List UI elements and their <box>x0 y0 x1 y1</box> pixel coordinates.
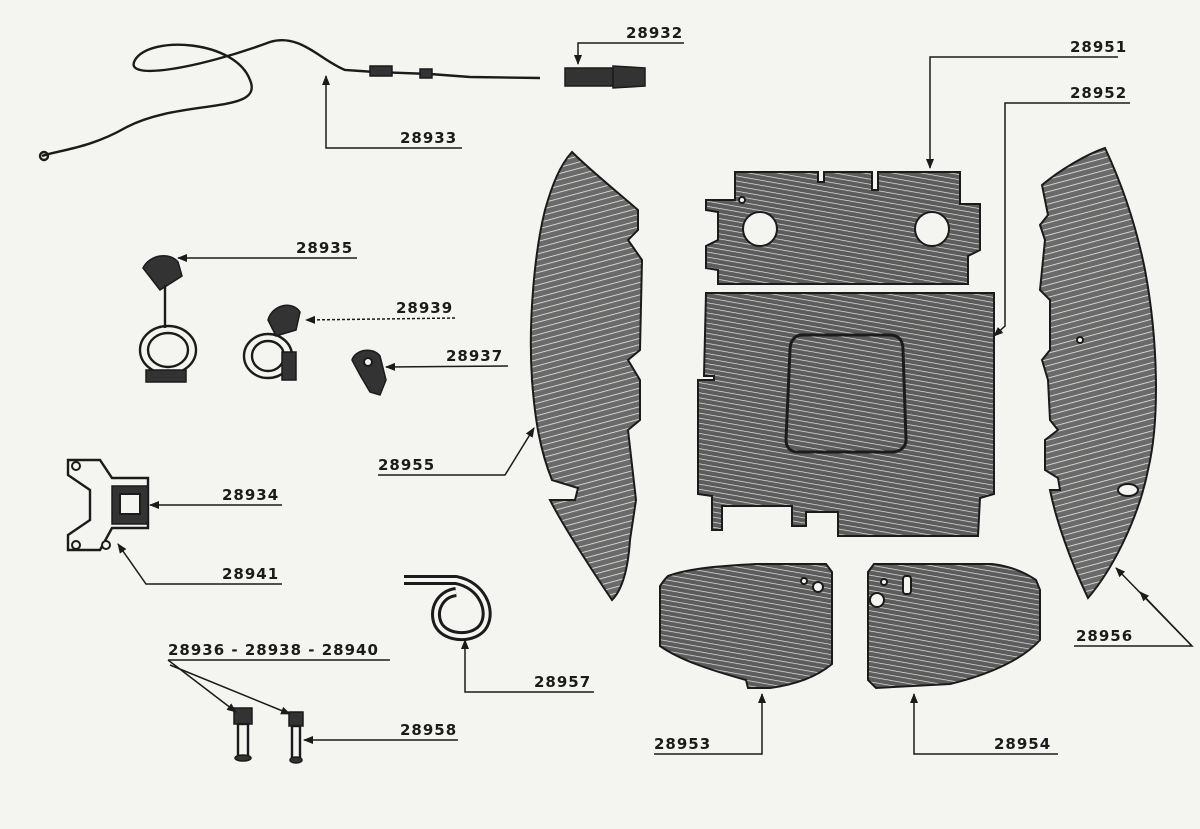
label-28935: 28935 <box>296 239 353 257</box>
panel-28952 <box>697 292 995 537</box>
label-28955: 28955 <box>378 456 435 474</box>
label-28932: 28932 <box>626 24 683 42</box>
label-28953: 28953 <box>654 735 711 753</box>
panel-28954 <box>867 563 1041 690</box>
label-28954: 28954 <box>994 735 1051 753</box>
label-28941: 28941 <box>222 565 279 583</box>
strap-28957 <box>404 575 492 642</box>
leader-lines <box>117 42 1194 755</box>
label-28934: 28934 <box>222 486 279 504</box>
hinge-plate <box>66 458 150 552</box>
panel-28951 <box>705 171 981 285</box>
panel-28953 <box>659 563 833 689</box>
cable-assembly <box>38 39 646 162</box>
label-28933: 28933 <box>400 129 457 147</box>
label-28956: 28956 <box>1076 627 1133 645</box>
label-28939: 28939 <box>396 299 453 317</box>
panel-28955 <box>529 150 644 602</box>
panel-28956 <box>1038 146 1157 600</box>
label-28957: 28957 <box>534 673 591 691</box>
clamp-28935 <box>138 255 198 383</box>
bracket-28937 <box>351 349 387 396</box>
label-28952: 28952 <box>1070 84 1127 102</box>
bolts <box>233 707 304 764</box>
label-28958: 28958 <box>400 721 457 739</box>
part-labels: 28932 28933 28951 28952 28935 28939 2893… <box>168 24 1133 753</box>
label-28951: 28951 <box>1070 38 1127 56</box>
clamp-28939 <box>242 304 301 381</box>
label-28936-28938-28940: 28936 - 28938 - 28940 <box>168 641 379 659</box>
label-28937: 28937 <box>446 347 503 365</box>
